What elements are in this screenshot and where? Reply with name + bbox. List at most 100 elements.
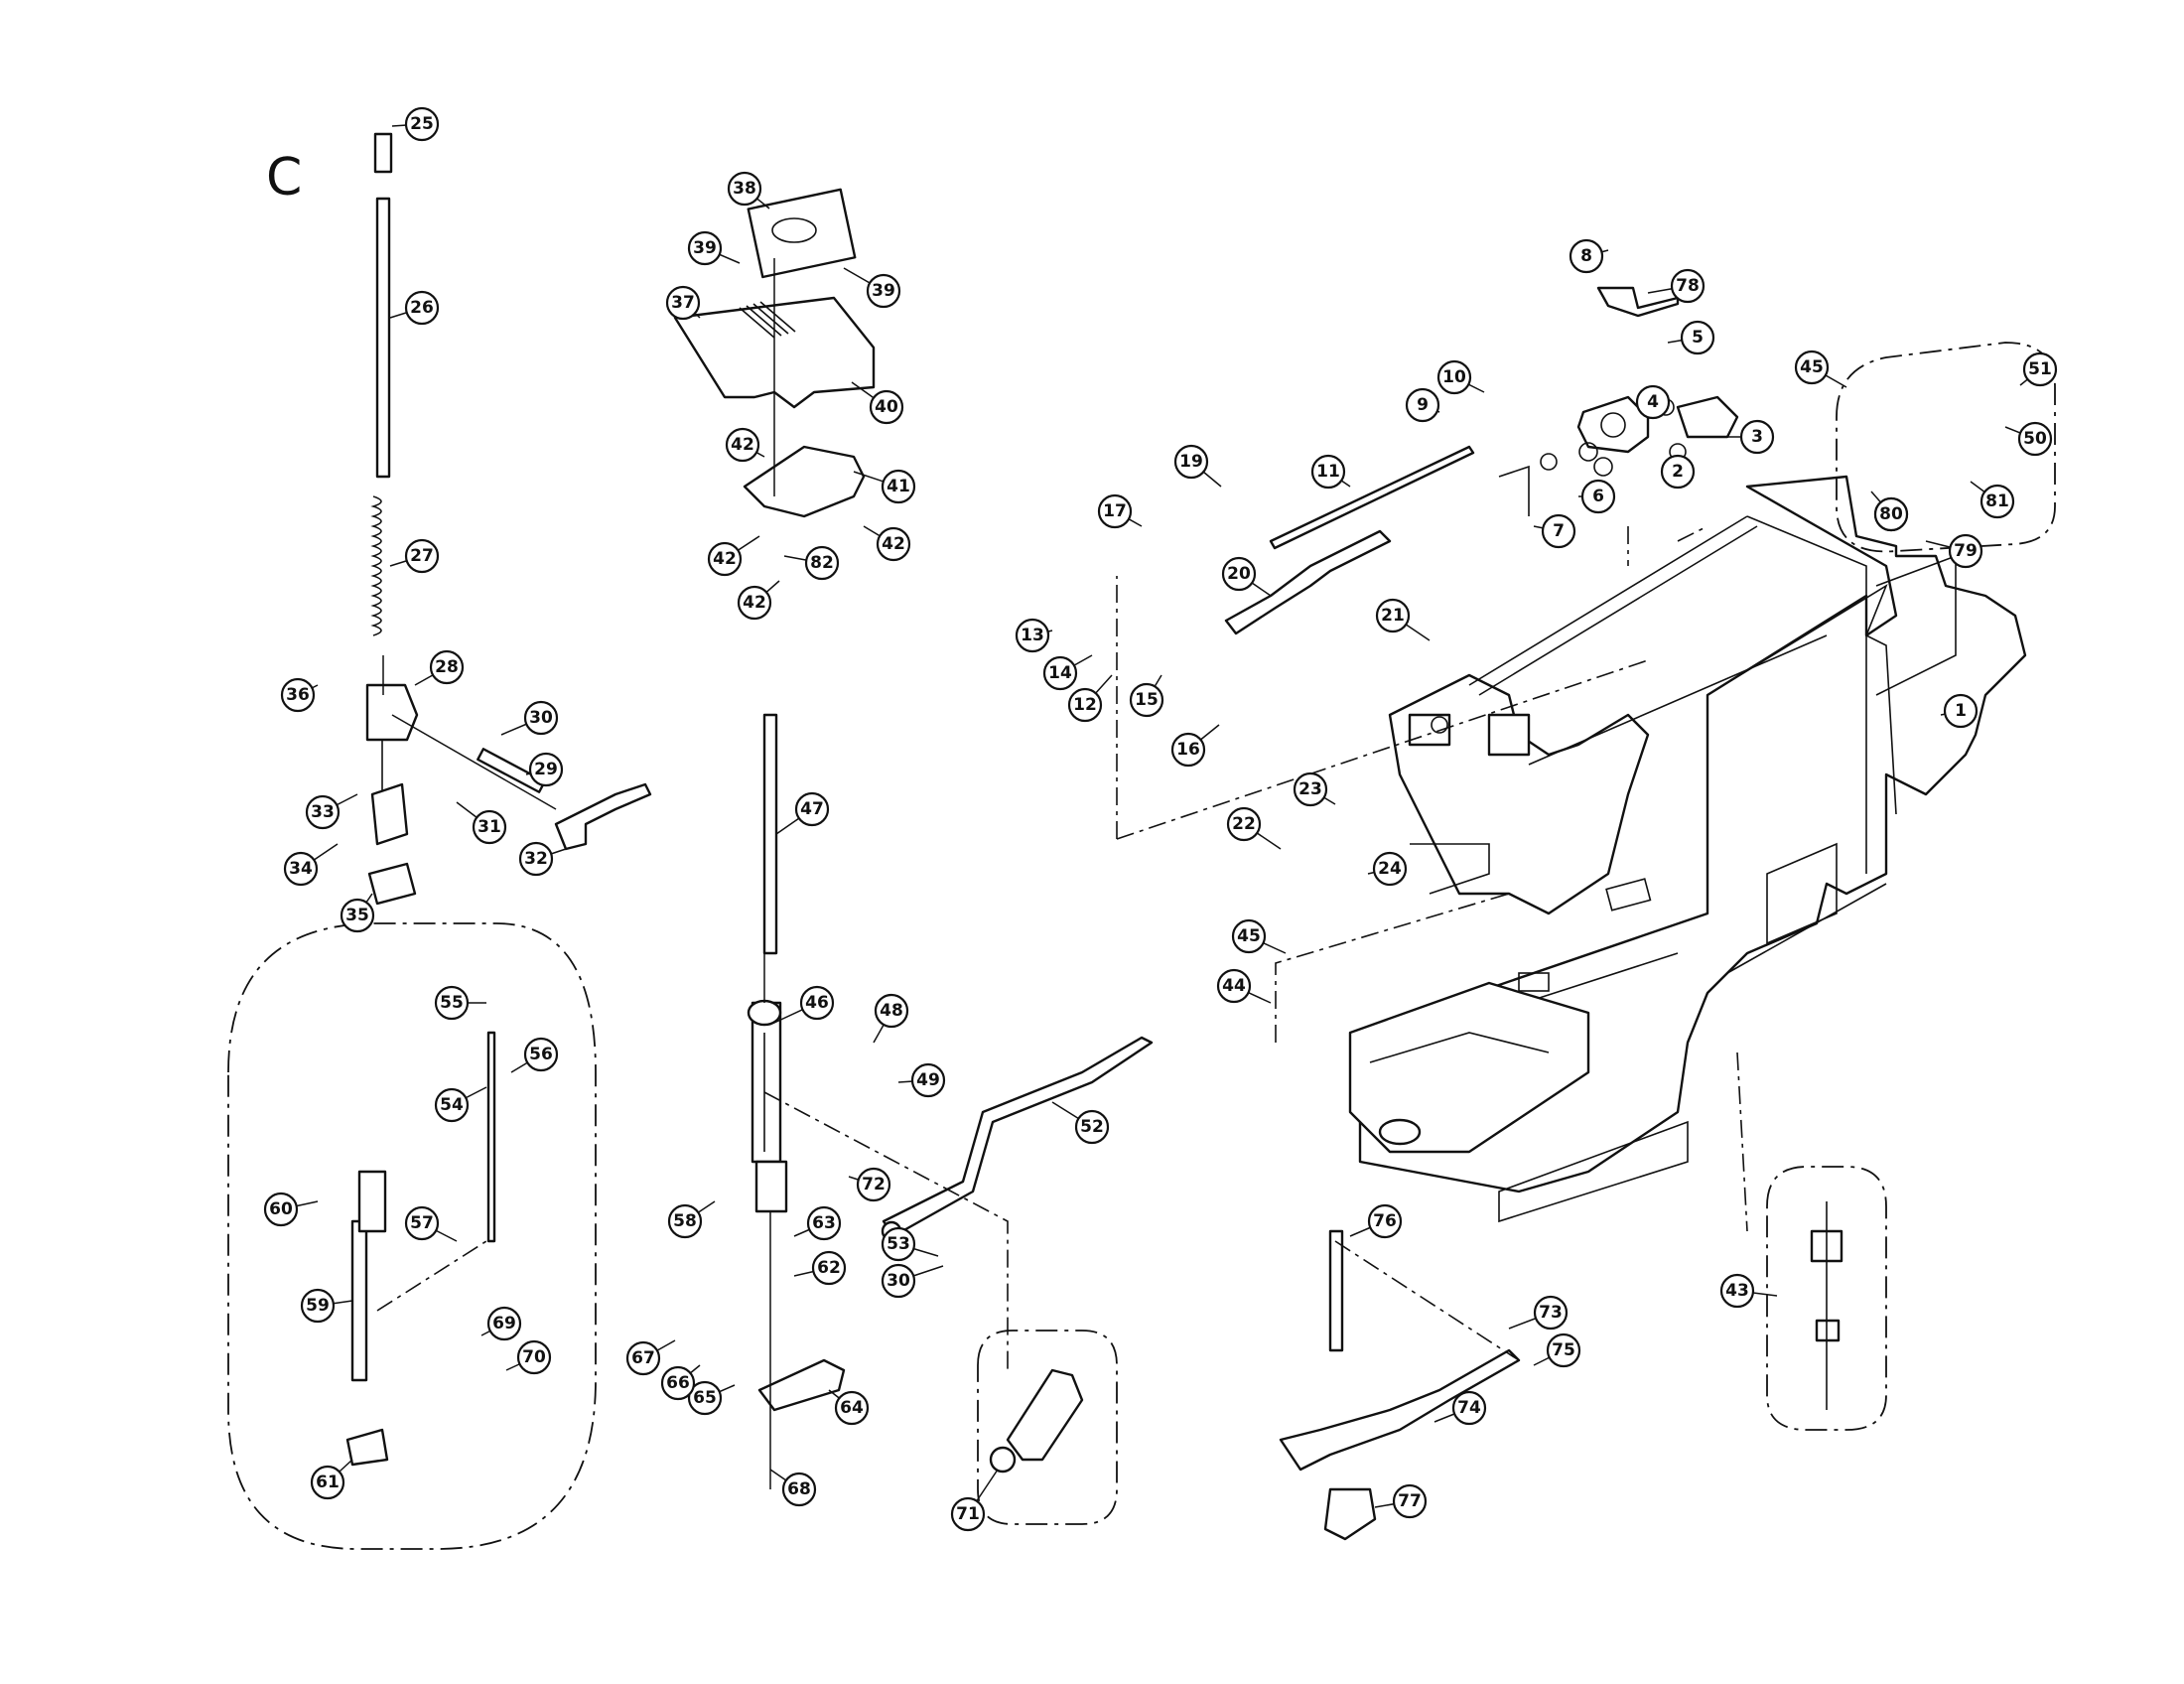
svg-text:25: 25 (410, 114, 434, 134)
callout-48: 48 (873, 993, 909, 1044)
inset-outline-upper-right (1836, 342, 2056, 553)
svg-text:55: 55 (440, 993, 464, 1013)
svg-text:20: 20 (1227, 564, 1251, 584)
callout-8: 8 (1569, 238, 1609, 274)
long-shaft-part (1269, 445, 1475, 550)
svg-text:5: 5 (1692, 328, 1704, 348)
frame-rail (1528, 634, 1828, 766)
lifter-body-part (357, 1170, 387, 1233)
svg-text:57: 57 (410, 1213, 434, 1233)
callout-59: 59 (300, 1288, 353, 1324)
svg-text:6: 6 (1592, 487, 1604, 506)
svg-text:4: 4 (1647, 392, 1659, 412)
callout-32: 32 (518, 841, 567, 877)
svg-text:67: 67 (631, 1348, 655, 1368)
svg-text:82: 82 (810, 553, 834, 573)
dash-leader (1275, 893, 1510, 1043)
inset-outline-crank (977, 1330, 1118, 1525)
svg-text:38: 38 (733, 179, 756, 199)
svg-text:42: 42 (731, 435, 754, 455)
callout-76: 76 (1349, 1203, 1403, 1239)
callout-42d: 42 (737, 580, 780, 621)
svg-text:22: 22 (1232, 814, 1256, 834)
callout-53: 53 (881, 1226, 939, 1262)
callout-14: 14 (1042, 654, 1093, 691)
svg-text:2: 2 (1672, 462, 1684, 482)
callout-46: 46 (773, 985, 835, 1024)
svg-text:65: 65 (693, 1388, 717, 1408)
callout-64: 64 (828, 1389, 870, 1426)
svg-text:3: 3 (1751, 427, 1763, 447)
svg-text:30: 30 (529, 708, 553, 728)
callout-28: 28 (414, 649, 465, 686)
dash-leader (1116, 659, 1649, 840)
callout-63: 63 (793, 1205, 842, 1241)
dash-leader (1334, 1240, 1520, 1361)
callout-51: 51 (2019, 351, 2058, 387)
callout-34: 34 (283, 843, 339, 887)
svg-text:50: 50 (2023, 429, 2047, 449)
svg-text:34: 34 (289, 859, 313, 879)
callout-79: 79 (1925, 533, 1983, 569)
callout-10: 10 (1436, 359, 1485, 395)
svg-text:42: 42 (713, 549, 737, 569)
svg-text:62: 62 (817, 1258, 841, 1278)
callout-82: 82 (783, 545, 840, 581)
svg-text:9: 9 (1417, 395, 1429, 415)
svg-text:39: 39 (693, 238, 717, 258)
frame-rail (1468, 515, 1748, 686)
callout-49: 49 (897, 1062, 946, 1098)
svg-text:53: 53 (887, 1234, 910, 1254)
svg-text:60: 60 (269, 1199, 293, 1219)
callout-23: 23 (1293, 772, 1336, 807)
svg-text:41: 41 (887, 477, 910, 496)
svg-text:31: 31 (478, 817, 501, 837)
callout-74: 74 (1433, 1390, 1487, 1426)
callout-55: 55 (434, 985, 486, 1021)
callout-4: 4 (1635, 384, 1671, 420)
needle-bar-assembly (747, 999, 788, 1213)
svg-text:27: 27 (410, 546, 434, 566)
axis-line (391, 714, 557, 810)
dash-leader (376, 1240, 487, 1312)
svg-text:68: 68 (787, 1479, 811, 1499)
svg-text:77: 77 (1398, 1491, 1422, 1511)
svg-text:45: 45 (1800, 357, 1824, 377)
callout-75: 75 (1533, 1333, 1581, 1368)
svg-text:7: 7 (1553, 521, 1565, 541)
callout-21: 21 (1375, 598, 1431, 641)
svg-text:12: 12 (1073, 695, 1097, 715)
svg-text:73: 73 (1539, 1303, 1563, 1323)
svg-text:56: 56 (529, 1045, 553, 1064)
svg-text:1: 1 (1955, 701, 1967, 721)
callout-35: 35 (340, 893, 375, 933)
svg-text:43: 43 (1725, 1281, 1749, 1301)
svg-text:35: 35 (345, 906, 369, 925)
svg-text:36: 36 (286, 685, 310, 705)
thin-rod-part (486, 1031, 496, 1243)
callout-39: 39 (687, 230, 741, 266)
callout-81: 81 (1970, 481, 2015, 519)
callout-47: 47 (775, 791, 830, 835)
callout-6: 6 (1578, 479, 1616, 514)
callout-54: 54 (434, 1086, 487, 1123)
crank-nut-part (989, 1446, 1017, 1474)
callout-65: 65 (687, 1380, 736, 1416)
svg-text:64: 64 (840, 1398, 864, 1418)
svg-text:74: 74 (1457, 1398, 1481, 1418)
dash-leader (763, 1091, 1009, 1370)
svg-text:81: 81 (1985, 491, 2009, 511)
svg-text:70: 70 (522, 1347, 546, 1367)
callout-56: 56 (510, 1037, 559, 1073)
svg-text:40: 40 (875, 397, 898, 417)
callout-12: 12 (1067, 674, 1113, 723)
callout-78: 78 (1647, 268, 1706, 304)
curved-lever-part (1224, 529, 1392, 635)
arm-casting-part (1388, 673, 1650, 915)
lifter-lever-part (350, 1219, 368, 1382)
svg-text:10: 10 (1442, 367, 1466, 387)
callout-16: 16 (1170, 724, 1220, 768)
callout-29: 29 (525, 752, 564, 787)
callout-52: 52 (1051, 1101, 1110, 1145)
svg-text:29: 29 (534, 760, 558, 779)
